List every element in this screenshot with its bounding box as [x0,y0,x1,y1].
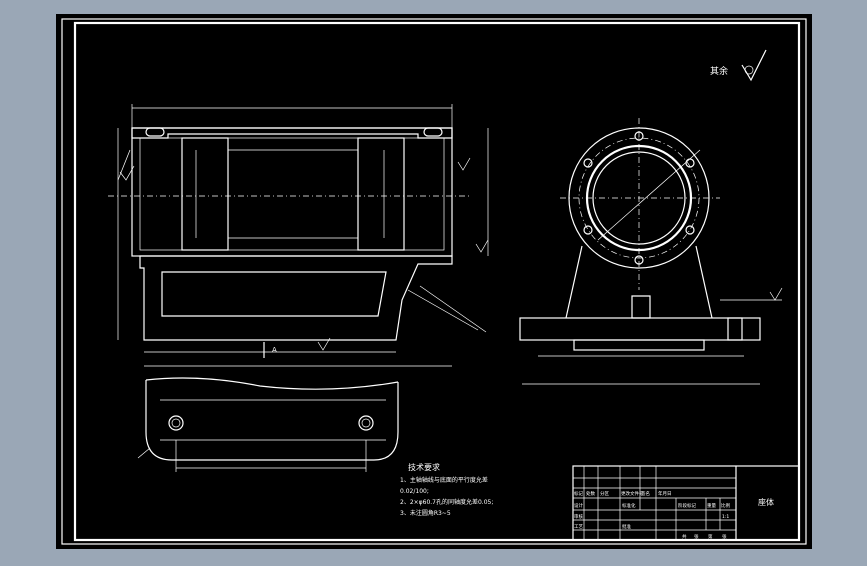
tb-cell: 1:1 [722,514,729,520]
outer-border [61,18,807,545]
tb-cell: 更改文件号 [621,490,644,497]
tb-cell: 阶段标记 [678,502,696,509]
roughness-tick-icon [457,157,471,171]
top-view [137,377,399,472]
roughness-tick-icon [317,337,331,351]
base-section [139,255,453,341]
base-recess [573,339,705,351]
housing-outline [131,127,453,257]
right-support-edge [695,245,713,319]
top-view-outline [145,380,399,461]
section-label: A [272,346,277,354]
tb-cell: 设计 [574,502,583,509]
diameter-leader [597,149,701,241]
roughness-tick-icon [769,287,783,301]
roughness-circle-icon [744,65,754,75]
tb-cell: 处数 [586,490,595,497]
rib-section [631,295,651,319]
notes-heading: 技术要求 [408,462,440,472]
note-line: 3、未注圆角R3~5 [400,509,451,517]
mounting-hole-left-inner [171,418,181,428]
tb-cell: 签名 [641,490,650,497]
roughness-label: 其余 [710,65,728,77]
leader-line-a [407,289,479,331]
left-oil-hole [145,127,165,137]
tb-cell: 标准化 [622,502,636,509]
roughness-symbol: 其余 [710,49,767,82]
mount-slot [727,317,743,341]
right-oil-hole [423,127,443,137]
note-line: 2、2×φ60.7孔的同轴度允差0.05; [400,498,493,506]
mounting-hole-left [168,415,184,431]
tb-cell: 审核 [574,513,583,520]
title-block-frame [572,465,800,541]
note-line: 1、主轴轴线与底面的平行度允差 [400,476,488,484]
left-bearing-bore [181,137,229,251]
mounting-hole-right [358,415,374,431]
tb-cell: 张 [722,533,727,540]
mounting-hole-right-inner [361,418,371,428]
bolt-hole [583,158,593,168]
technical-notes: 技术要求 1、主轴轴线与底面的平行度允差 0.02/100; 2、2×φ60.7… [400,462,493,517]
roughness-tick-icon [119,165,135,181]
tb-cell: 张 [694,533,699,540]
tb-cell: 第 [708,533,713,540]
note-line: 0.02/100; [400,488,429,495]
tb-cell: 分区 [600,490,609,497]
tb-cell: 批准 [622,523,631,530]
tb-cell: 工艺 [574,524,583,530]
bolt-hole [685,225,695,235]
title-block: 标记 处数 分区 更改文件号 签名 年月日 设计 标准化 阶段标记 重量 比例 … [572,465,800,541]
tb-cell: 重量 [707,502,716,509]
roughness-tick-icon [475,239,489,253]
side-view [519,118,783,385]
inner-frame [73,21,801,542]
bore-outline [139,137,445,251]
right-bearing-bore [357,137,405,251]
radius-leader [137,447,151,459]
part-name: 座体 [758,497,774,507]
base-cavity [161,271,387,317]
tb-cell: 比例 [721,502,730,509]
break-line [145,377,399,390]
leader-line-c [117,149,131,181]
tb-cell: 年月日 [658,490,672,497]
front-view: A [108,104,489,367]
tb-cell: 标记 [574,490,583,497]
leader-line-b [419,285,487,333]
bolt-hole [583,225,593,235]
tb-cell: 共 [682,533,687,540]
left-support-edge [565,245,583,319]
